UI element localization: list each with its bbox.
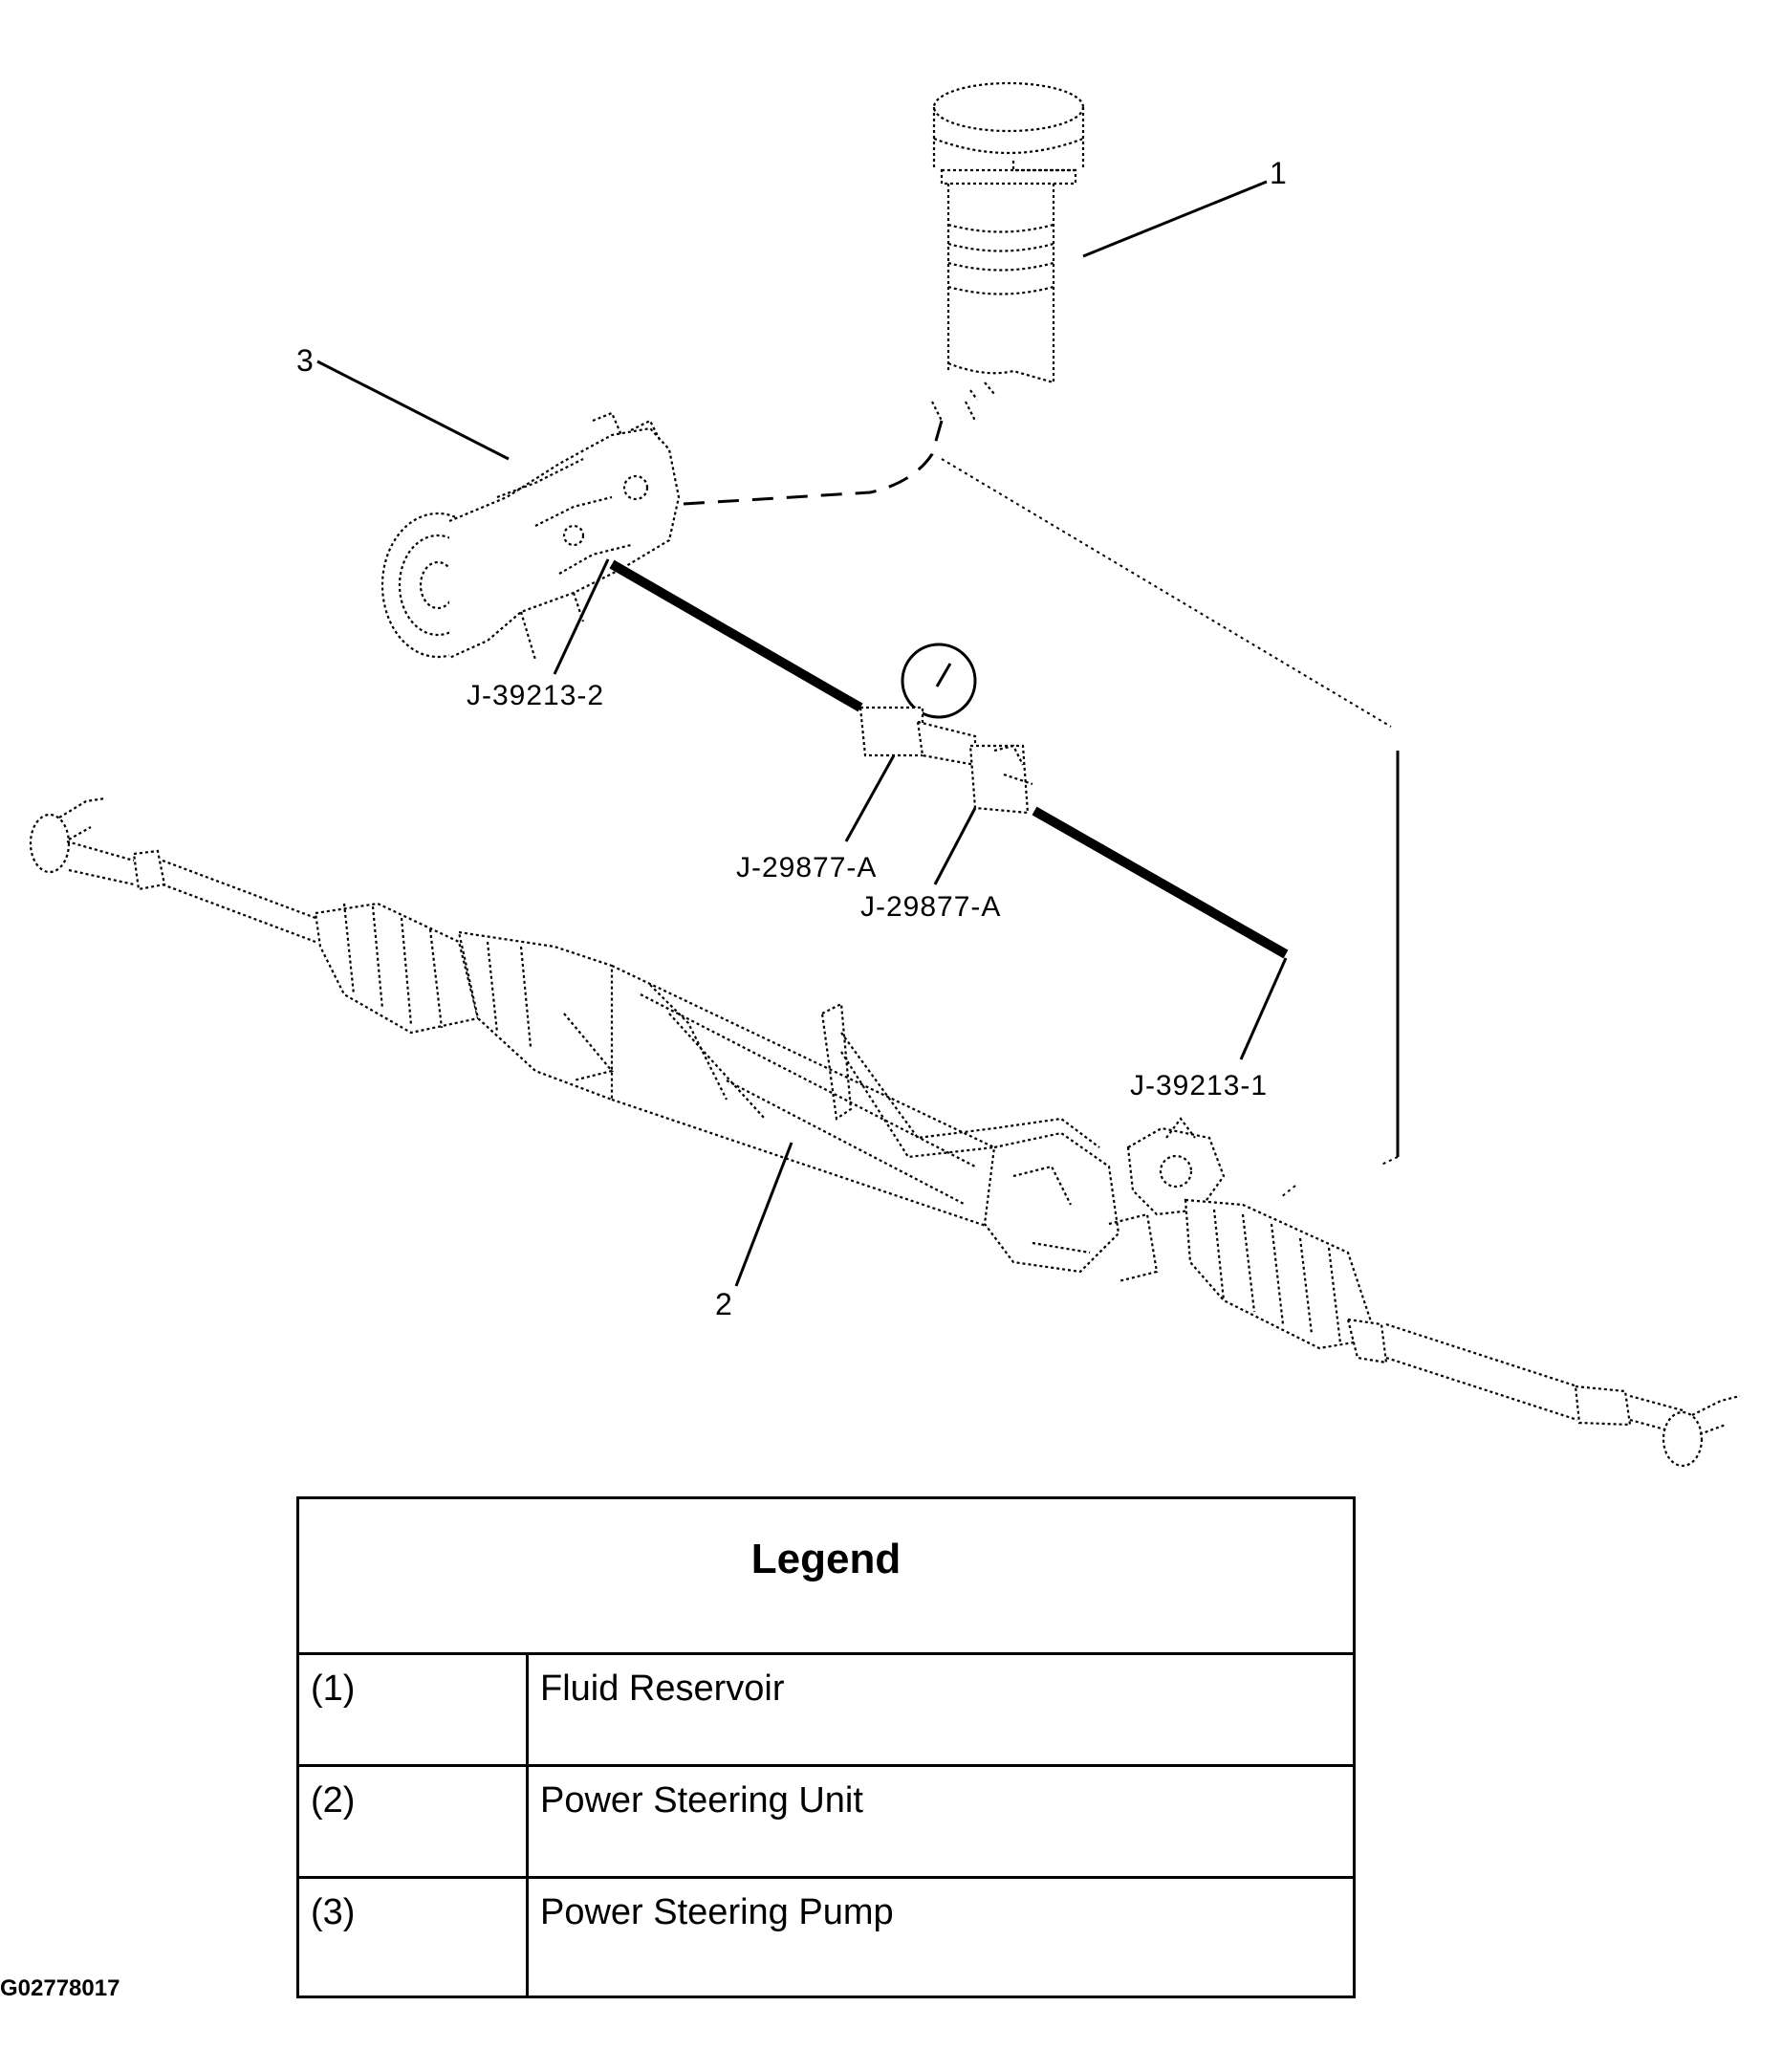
- tool-label-j29877-a-1: J-29877-A: [736, 852, 877, 883]
- figure-code: G02778017: [0, 1975, 120, 2001]
- tool-1-leader: [553, 558, 610, 675]
- supply-line: [683, 420, 944, 506]
- pressure-hose-upper: [609, 559, 863, 712]
- fluid-reservoir: [931, 81, 1085, 422]
- callout-3-leader: [316, 360, 510, 461]
- callout-1-leader: [1082, 180, 1268, 258]
- power-steering-pump: [380, 411, 681, 661]
- legend-row: (3) Power Steering Pump: [296, 1876, 1356, 1998]
- tool-label-j39213-1: J-39213-1: [1130, 1070, 1268, 1101]
- steering-test-diagram: 1 3 J-39213-2 J-29877-A J-29877-A J-3921…: [29, 81, 1741, 1468]
- tool-label-j39213-2: J-39213-2: [467, 680, 604, 711]
- legend-table: Legend (1) Fluid Reservoir (2) Power Ste…: [296, 1496, 1356, 1998]
- legend-label: Fluid Reservoir: [526, 1652, 1356, 1767]
- tool-4-leader: [1239, 957, 1288, 1060]
- tool-label-j29877-a-2: J-29877-A: [860, 891, 1001, 923]
- return-line-lower: [1280, 1156, 1399, 1198]
- callout-2-leader: [734, 1142, 793, 1287]
- tool-2-leader: [844, 754, 896, 842]
- legend-row: (2) Power Steering Unit: [296, 1764, 1356, 1879]
- legend-title: Legend: [296, 1496, 1356, 1655]
- callout-3: 3: [296, 343, 314, 378]
- pressure-hose-lower: [1032, 806, 1289, 959]
- callout-1: 1: [1270, 156, 1287, 190]
- tool-3-leader: [933, 807, 977, 885]
- legend-number: (2): [296, 1764, 529, 1879]
- legend-label: Power Steering Unit: [526, 1764, 1356, 1879]
- pressure-gauge-valve: [858, 643, 1033, 815]
- power-steering-unit: [29, 796, 1741, 1468]
- callout-2: 2: [715, 1287, 732, 1321]
- legend-row: (1) Fluid Reservoir: [296, 1652, 1356, 1767]
- legend-number: (3): [296, 1876, 529, 1998]
- return-line-upper: [941, 458, 1392, 728]
- legend-label: Power Steering Pump: [526, 1876, 1356, 1998]
- legend-number: (1): [296, 1652, 529, 1767]
